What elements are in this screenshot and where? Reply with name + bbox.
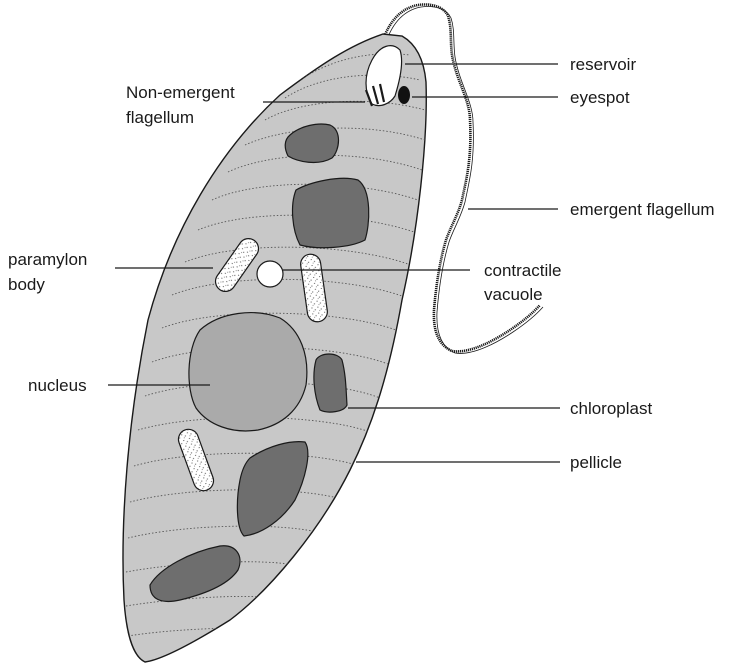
label-contractile-line1: contractile xyxy=(484,261,561,280)
label-contractile-line2: vacuole xyxy=(484,285,543,304)
label-emergent-flagellum: emergent flagellum xyxy=(570,200,715,219)
label-non-emergent-line1: Non-emergent xyxy=(126,83,235,102)
chloroplast xyxy=(314,354,347,412)
chloroplast xyxy=(293,178,369,247)
label-paramylon-line1: paramylon xyxy=(8,250,87,269)
nucleus xyxy=(189,313,307,431)
label-reservoir: reservoir xyxy=(570,55,636,74)
label-pellicle: pellicle xyxy=(570,453,622,472)
label-eyespot: eyespot xyxy=(570,88,630,107)
label-paramylon-line2: body xyxy=(8,275,45,294)
label-non-emergent-line2: flagellum xyxy=(126,108,194,127)
contractile-vacuole xyxy=(257,261,283,287)
label-nucleus: nucleus xyxy=(28,376,87,395)
label-chloroplast: chloroplast xyxy=(570,399,652,418)
eyespot xyxy=(398,86,410,104)
